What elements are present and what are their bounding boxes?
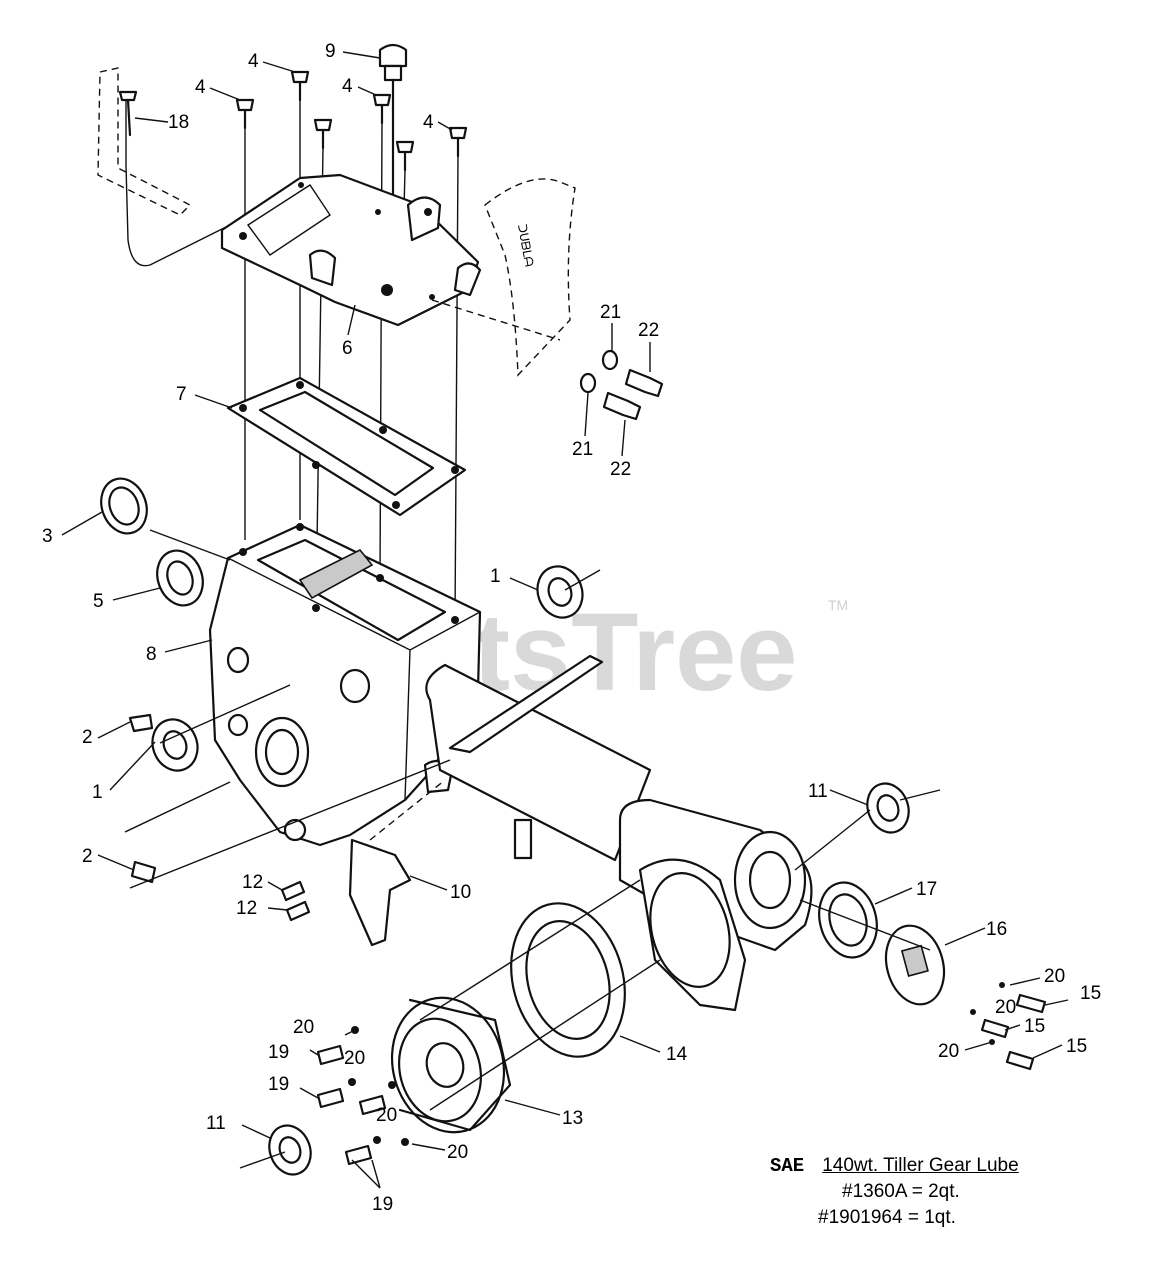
callout-19: 19 bbox=[372, 1194, 393, 1215]
callout-20: 20 bbox=[376, 1105, 397, 1126]
callout-19: 19 bbox=[268, 1074, 289, 1095]
part-18-bracket bbox=[97, 67, 231, 267]
callout-1: 1 bbox=[490, 566, 501, 587]
lower-gear-case bbox=[638, 858, 747, 1012]
parts-21-22-fasteners bbox=[579, 349, 664, 421]
callout-2: 2 bbox=[82, 727, 93, 748]
callout-21: 21 bbox=[572, 439, 593, 460]
callout-7: 7 bbox=[176, 384, 187, 405]
callout-20: 20 bbox=[1044, 966, 1065, 987]
callout-2: 2 bbox=[82, 846, 93, 867]
callout-9: 9 bbox=[325, 41, 336, 62]
note-quantity-2: #1901964 = 1qt. bbox=[818, 1207, 956, 1228]
watermark-trademark: TM bbox=[828, 597, 848, 613]
callout-12: 12 bbox=[242, 872, 263, 893]
callout-4: 4 bbox=[423, 112, 434, 133]
part-14-gasket bbox=[510, 902, 626, 1058]
callout-19: 19 bbox=[268, 1042, 289, 1063]
callout-4: 4 bbox=[342, 76, 353, 97]
callout-labels: 9 4 4 4 4 18 6 7 21 22 21 22 3 5 8 1 2 1… bbox=[42, 41, 1101, 1215]
callout-22: 22 bbox=[610, 459, 631, 480]
callout-6: 6 bbox=[342, 338, 353, 359]
callout-10: 10 bbox=[450, 882, 471, 903]
lubricant-note: SAE 140wt. Tiller Gear Lube #1360A = 2qt.… bbox=[770, 1153, 1019, 1231]
callout-15: 15 bbox=[1066, 1036, 1087, 1057]
part-13-end-cover bbox=[390, 996, 512, 1134]
callout-16: 16 bbox=[986, 919, 1007, 940]
part-6-cover-plate bbox=[220, 173, 561, 341]
note-lube: 140wt. Tiller Gear Lube bbox=[822, 1155, 1019, 1176]
callout-4: 4 bbox=[248, 51, 259, 72]
callout-12: 12 bbox=[236, 898, 257, 919]
bearings-and-seals bbox=[100, 477, 946, 1176]
callout-20: 20 bbox=[344, 1048, 365, 1069]
part-8-gear-housing bbox=[208, 523, 482, 847]
note-prefix: SAE bbox=[770, 1155, 805, 1177]
callout-13: 13 bbox=[562, 1108, 583, 1129]
part-10-bracket bbox=[348, 779, 446, 947]
part-9-vent-plug bbox=[378, 43, 408, 207]
callout-14: 14 bbox=[666, 1044, 688, 1065]
callout-11: 11 bbox=[206, 1113, 226, 1134]
callout-22: 22 bbox=[638, 320, 659, 341]
svg-text:ᑐᑌᗷᒪᗩ: ᑐᑌᗷᒪᗩ bbox=[514, 223, 535, 268]
shift-indicator-plate: ᑐᑌᗷᒪᗩ bbox=[484, 178, 576, 377]
callout-20: 20 bbox=[938, 1041, 959, 1062]
part-7-gasket bbox=[226, 376, 467, 517]
callout-15: 15 bbox=[1080, 983, 1101, 1004]
callout-21: 21 bbox=[600, 302, 621, 323]
callout-1: 1 bbox=[92, 782, 103, 803]
leader-lines bbox=[61, 51, 1069, 1189]
callout-17: 17 bbox=[916, 879, 937, 900]
callout-20: 20 bbox=[293, 1017, 314, 1038]
callout-18: 18 bbox=[168, 112, 189, 133]
callout-11: 11 bbox=[808, 781, 828, 802]
small-fasteners bbox=[128, 713, 1047, 1166]
note-quantity-1: #1360A = 2qt. bbox=[842, 1181, 960, 1202]
callout-3: 3 bbox=[42, 526, 53, 547]
callout-20: 20 bbox=[447, 1142, 468, 1163]
callout-4: 4 bbox=[195, 77, 206, 98]
callout-5: 5 bbox=[93, 591, 104, 612]
callout-8: 8 bbox=[146, 644, 157, 665]
callout-15: 15 bbox=[1024, 1016, 1045, 1037]
callout-20: 20 bbox=[995, 997, 1016, 1018]
axle-tube bbox=[425, 654, 813, 952]
